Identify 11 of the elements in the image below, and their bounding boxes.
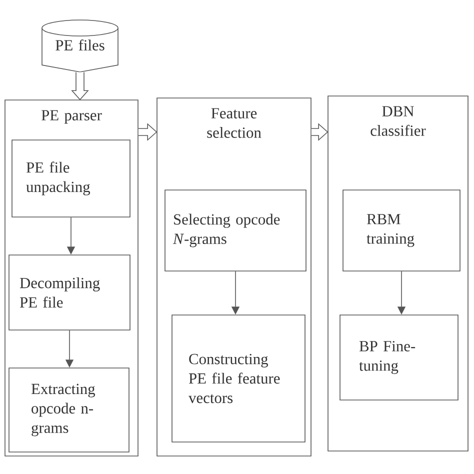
process-box: Constructing PE file feature vectors: [172, 314, 306, 442]
hollow-arrow: [138, 123, 158, 141]
hollow-arrow: [311, 123, 328, 141]
process-box: Extracting opcode n-grams: [8, 368, 130, 452]
hollow-arrow: [71, 72, 89, 100]
process-box: Decompiling PE file: [8, 254, 130, 330]
process-box: PE file unpacking: [12, 140, 130, 218]
process-box: Selecting opcode N-grams: [164, 190, 306, 272]
file-storage-cylinder: PE files: [42, 20, 118, 72]
process-box: BP Fine-tuning: [340, 314, 458, 400]
process-box: RBM training: [342, 190, 460, 272]
